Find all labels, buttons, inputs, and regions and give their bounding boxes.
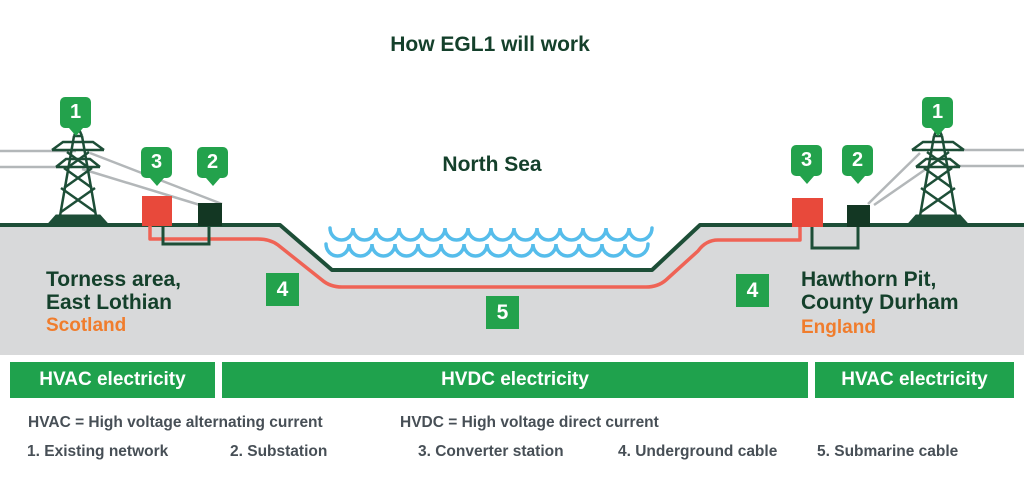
ground-surface-line [0,223,1024,272]
legend-item-converter-station: 3. Converter station [418,443,564,460]
right-power-lines [867,148,1024,207]
legend-item-underground-cable: 4. Underground cable [618,443,778,460]
bar-hvdc: HVDC electricity [222,362,808,398]
location-right-country: England [801,317,876,338]
marker-left-converter-station: 3 [141,147,172,178]
sea-label: North Sea [442,153,542,176]
location-left-country: Scotland [46,315,127,336]
marker-right-underground-cable: 4 [736,274,769,307]
location-right-line1: Hawthorn Pit, [801,268,937,291]
left-underground-connection [161,226,211,246]
location-right-line2: County Durham [801,291,959,314]
right-substation [847,205,870,227]
left-power-lines [0,149,223,207]
bar-hvac-left: HVAC electricity [10,362,215,398]
bar-hvac-right: HVAC electricity [815,362,1014,398]
right-converter-station [792,198,823,227]
legend-hvac-definition: HVAC = High voltage alternating current [28,414,323,431]
marker-submarine-cable: 5 [486,296,519,329]
location-left-line2: East Lothian [46,291,173,314]
legend-hvdc-definition: HVDC = High voltage direct current [400,414,659,431]
marker-right-converter-station: 3 [791,145,822,176]
ground-cross-section [0,225,1024,355]
legend-item-existing-network: 1. Existing network [27,443,169,460]
marker-right-existing-network: 1 [922,97,953,128]
page-title: How EGL1 will work [390,33,590,56]
legend-item-submarine-cable: 5. Submarine cable [817,443,959,460]
marker-left-substation: 2 [197,147,228,178]
left-converter-station [142,196,172,226]
location-right-name: Hawthorn Pit, County Durham [801,268,959,314]
marker-right-substation: 2 [842,145,873,176]
right-underground-connection [810,227,860,250]
legend-item-substation: 2. Substation [230,443,328,460]
left-substation [198,203,222,226]
sea-waves [324,226,654,258]
marker-left-existing-network: 1 [60,97,91,128]
marker-left-underground-cable: 4 [266,273,299,306]
location-left-line1: Torness area, [46,268,182,291]
location-left-name: Torness area, East Lothian [46,268,181,314]
hvdc-cable [148,226,802,289]
